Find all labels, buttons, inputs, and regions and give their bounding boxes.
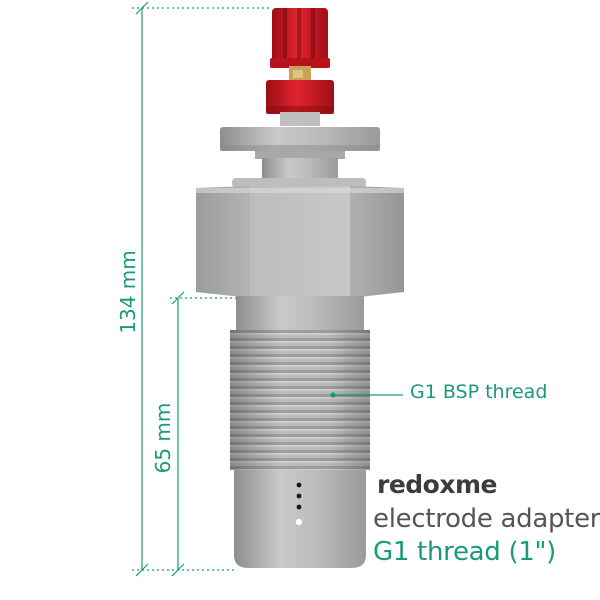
thread-callout-label: G1 BSP thread <box>410 381 548 403</box>
product-name: electrode adapter <box>373 504 600 534</box>
terminal-neck <box>280 112 320 126</box>
logo-text: redoxme <box>377 470 498 499</box>
nut-collar <box>236 296 364 330</box>
top-flange <box>220 127 380 159</box>
vent-hole <box>295 518 303 526</box>
terminal-post <box>289 66 311 80</box>
vent-hole <box>296 493 302 499</box>
dimension-line-overall <box>132 1 272 577</box>
red-terminal-base <box>266 80 334 114</box>
product-spec: G1 thread (1") <box>373 537 557 567</box>
vent-hole <box>296 504 302 510</box>
overall-height-label: 134 mm <box>116 250 140 334</box>
red-terminal-cap <box>270 8 330 68</box>
g1-thread <box>230 330 370 470</box>
dimension-line-thread <box>170 291 236 577</box>
thread-callout-leader <box>330 392 403 398</box>
hex-nut <box>196 186 404 298</box>
redoxme-logo: redoxme <box>377 470 498 499</box>
thread-length-label: 65 mm <box>151 402 175 474</box>
vent-hole <box>296 482 302 488</box>
upper-body <box>262 158 338 180</box>
washer <box>232 178 366 188</box>
